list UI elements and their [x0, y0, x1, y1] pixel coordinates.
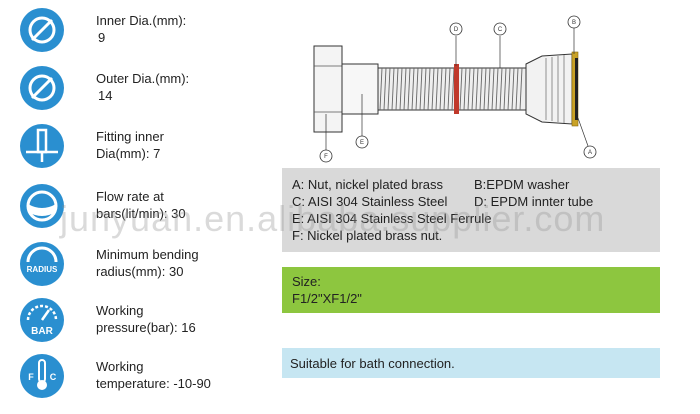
spec-value: -10-90	[173, 376, 211, 391]
spec-label: Outer Dia.(mm):	[96, 71, 190, 86]
spec-inner-diameter: Inner Dia.(mm): 9	[0, 4, 260, 60]
spec-label: temperature:	[96, 376, 170, 391]
callout-label: D	[454, 27, 459, 33]
spec-text: Fitting inner Dia(mm): 7	[96, 128, 164, 162]
spec-text: Flow rate at bars(lit/min): 30	[96, 188, 186, 222]
spec-label: Fitting inner	[96, 129, 164, 144]
callout-label: E	[360, 140, 364, 146]
spec-text: Working pressure(bar): 16	[96, 302, 196, 336]
spec-label: Working	[96, 303, 144, 318]
part-d-label: D: EPDM innter tube	[474, 194, 594, 209]
badge-label: BAR	[31, 326, 53, 337]
badge-label: RADIUS	[27, 265, 58, 274]
spec-text: Working temperature: -10-90	[96, 358, 211, 392]
size-box: Size: F1/2"XF1/2"	[282, 267, 660, 313]
ferrule	[341, 63, 379, 115]
spec-value: 9	[98, 30, 106, 45]
callout-label: F	[324, 154, 328, 160]
spec-working-temperature: F C Working temperature: -10-90	[0, 350, 260, 406]
spec-value: 30	[168, 264, 184, 279]
spec-working-pressure: BAR Working pressure(bar): 16	[0, 294, 260, 350]
part-f-label: F: Nickel plated brass nut.	[292, 228, 443, 243]
spec-value: 14	[98, 88, 113, 103]
spec-label: Working	[96, 359, 144, 374]
callout-label: C	[498, 27, 503, 33]
diameter-icon	[20, 8, 64, 52]
badge-label: F	[28, 372, 34, 382]
callout-label: B	[572, 20, 576, 26]
spec-outer-diameter: Outer Dia.(mm): 14	[0, 62, 260, 118]
spec-label: Inner Dia.(mm):	[96, 13, 187, 28]
spec-flow-rate: Flow rate at bars(lit/min): 30	[0, 180, 260, 236]
spec-fitting-inner-diameter: Fitting inner Dia(mm): 7	[0, 120, 260, 176]
spec-bending-radius: RADIUS Minimum bending radius(mm): 30	[0, 238, 260, 294]
parts-row: E: AISI 304 Stainless Steel Ferrule	[292, 210, 650, 227]
spec-label: Minimum bending	[96, 247, 199, 262]
spec-label: Dia(mm):	[96, 146, 150, 161]
spec-label: radius(mm):	[96, 264, 166, 279]
hose-diagram: D C B E F A	[313, 15, 597, 163]
flow-icon	[20, 184, 64, 228]
radius-icon: RADIUS	[20, 242, 64, 286]
size-value: F1/2"XF1/2"	[292, 291, 362, 306]
part-e-label: E: AISI 304 Stainless Steel Ferrule	[292, 211, 492, 226]
badge-label: C	[50, 372, 57, 382]
spec-text: Minimum bending radius(mm): 30	[96, 246, 199, 280]
spec-text: Outer Dia.(mm): 14	[96, 70, 189, 104]
washer-edge	[575, 58, 578, 120]
spec-label: bars(lit/min):	[96, 206, 168, 221]
fitting-icon	[20, 124, 64, 168]
diameter-icon	[20, 66, 64, 110]
spec-value: 30	[171, 206, 186, 221]
bar-icon: BAR	[20, 298, 64, 342]
part-b-label: B:EPDM washer	[474, 177, 570, 192]
size-label: Size:	[292, 274, 321, 289]
parts-row: A: Nut, nickel plated brass B:EPDM washe…	[292, 176, 650, 193]
spec-value: 7	[153, 146, 161, 161]
parts-row: C: AISI 304 Stainless Steel D: EPDM innt…	[292, 193, 650, 210]
inner-tube-marker	[454, 64, 459, 114]
parts-legend: A: Nut, nickel plated brass B:EPDM washe…	[282, 168, 660, 252]
spec-text: Inner Dia.(mm): 9	[96, 12, 186, 46]
callout-label: A	[588, 150, 592, 156]
usage-note: Suitable for bath connection.	[282, 348, 660, 378]
spec-label: Flow rate at	[96, 189, 164, 204]
spec-label: pressure(bar):	[96, 320, 178, 335]
right-fitting	[525, 53, 573, 125]
part-c-label: C: AISI 304 Stainless Steel	[292, 194, 448, 209]
parts-row: F: Nickel plated brass nut.	[292, 227, 650, 244]
part-a-label: A: Nut, nickel plated brass	[292, 177, 444, 192]
spec-value: 16	[181, 320, 196, 335]
temperature-icon: F C	[20, 354, 64, 398]
hex-nut	[313, 45, 343, 133]
corrugation	[379, 67, 523, 111]
